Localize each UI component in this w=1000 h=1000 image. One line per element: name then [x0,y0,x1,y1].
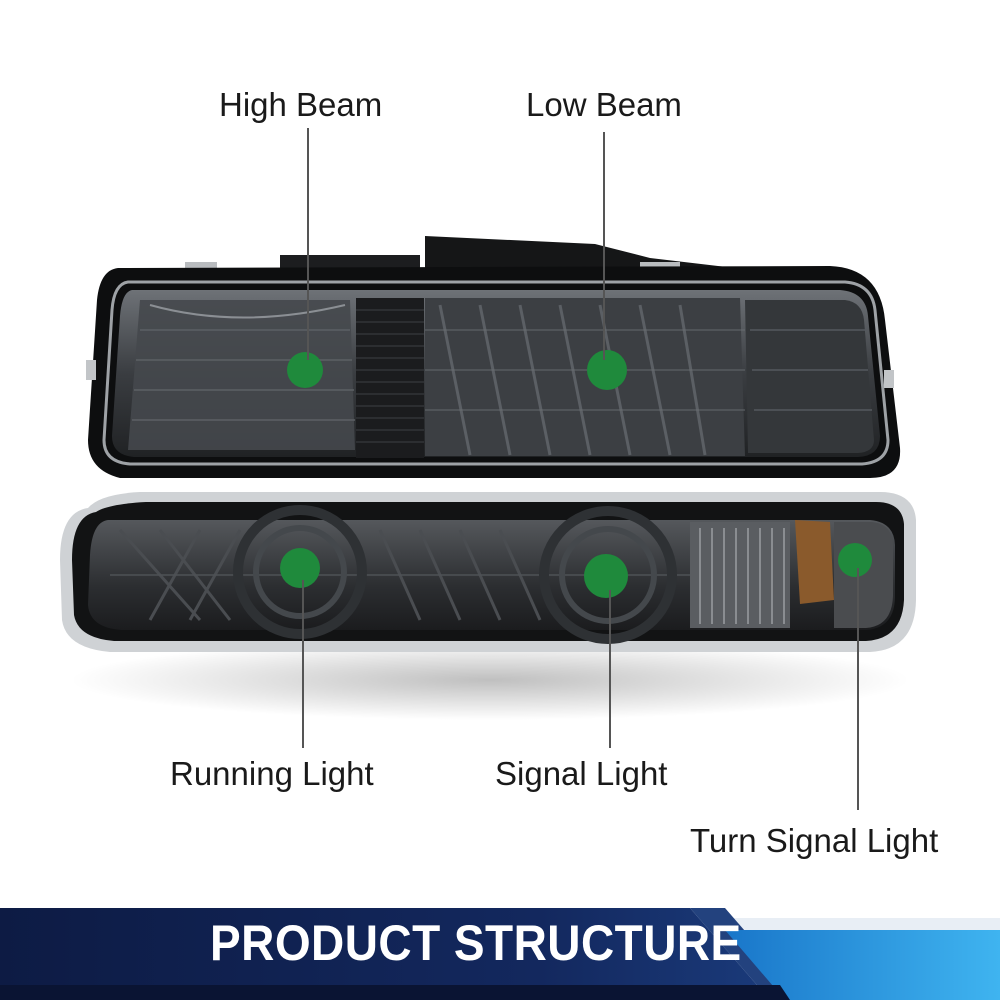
running-light-label: Running Light [170,755,374,792]
bottom-banner [0,908,1000,1000]
callout-leader-lines [302,128,859,810]
signal-light-label: Signal Light [495,755,668,792]
headlight-unit [86,236,901,478]
turn-signal-light-label: Turn Signal Light [690,822,939,859]
low-beam-marker [587,350,627,390]
turn-signal-light-marker [838,543,872,577]
drop-shadow [70,640,910,720]
high-beam-label: High Beam [219,86,383,123]
signal-light-marker [584,554,628,598]
running-light-marker [280,548,320,588]
banner-title: PRODUCT STRUCTURE [210,915,742,971]
low-beam-label: Low Beam [526,86,682,123]
bumper-light-unit [60,492,916,652]
high-beam-marker [287,352,323,388]
